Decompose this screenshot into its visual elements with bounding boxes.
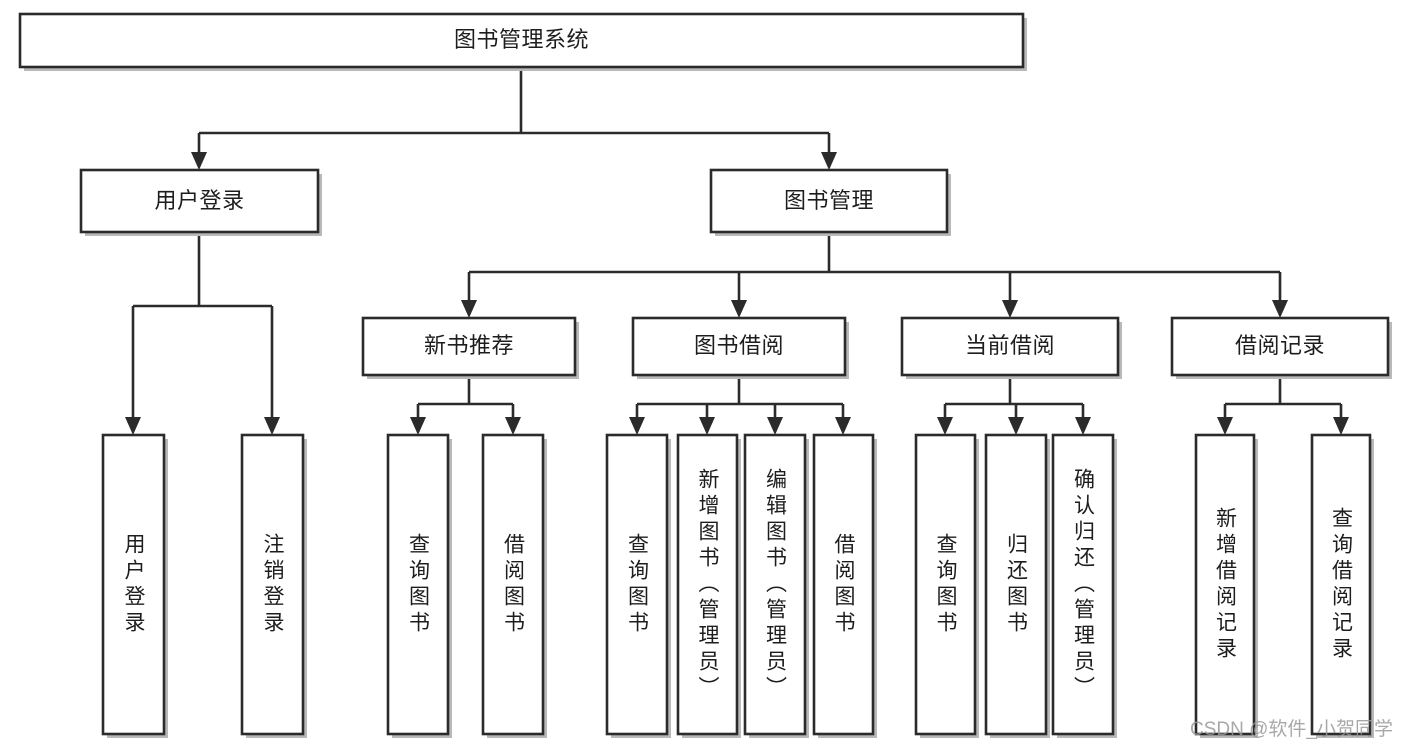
- node-leaf-cur-return[interactable]: [984, 433, 1048, 736]
- node-leaf-borrow-add[interactable]: [676, 433, 739, 736]
- arrow-head-icon: [461, 300, 477, 318]
- arrow-head-icon: [731, 300, 747, 318]
- node-leaf-rec-borrow[interactable]: [481, 433, 545, 736]
- node-new-book-rec[interactable]: [361, 316, 577, 377]
- node-current-borrow[interactable]: [900, 316, 1120, 377]
- node-leaf-cur-query[interactable]: [914, 433, 977, 736]
- node-root[interactable]: [18, 12, 1025, 69]
- arrow-head-icon: [1075, 417, 1091, 435]
- node-user-login[interactable]: [79, 168, 320, 234]
- node-leaf-borrow-edit[interactable]: [743, 433, 807, 736]
- node-leaf-cur-confirm[interactable]: [1051, 433, 1115, 736]
- arrow-head-icon: [1008, 417, 1024, 435]
- node-borrow-record[interactable]: [1170, 316, 1390, 377]
- arrow-head-icon: [767, 417, 783, 435]
- arrow-head-icon: [410, 417, 426, 435]
- node-leaf-borrow-lend[interactable]: [812, 433, 875, 736]
- arrow-head-icon: [1002, 300, 1018, 318]
- node-leaf-user-login[interactable]: [101, 433, 166, 736]
- node-book-borrow[interactable]: [631, 316, 847, 377]
- connector-layer: [125, 67, 1349, 435]
- node-leaf-borrow-query[interactable]: [605, 433, 669, 736]
- node-leaf-user-logout[interactable]: [240, 433, 305, 736]
- arrow-head-icon: [821, 152, 837, 170]
- node-book-manage[interactable]: [709, 168, 949, 234]
- arrow-head-icon: [1217, 417, 1233, 435]
- arrow-head-icon: [505, 417, 521, 435]
- node-leaf-rec-query2[interactable]: [1310, 433, 1372, 736]
- arrow-head-icon: [1333, 417, 1349, 435]
- arrow-head-icon: [125, 417, 141, 435]
- arrow-head-icon: [629, 417, 645, 435]
- arrow-head-icon: [191, 152, 207, 170]
- arrow-head-icon: [937, 417, 953, 435]
- node-box-layer: [18, 12, 1392, 738]
- arrow-head-icon: [264, 417, 280, 435]
- node-leaf-rec-query[interactable]: [386, 433, 450, 736]
- node-leaf-rec-add[interactable]: [1194, 433, 1256, 736]
- arrow-head-icon: [1272, 300, 1288, 318]
- arrow-head-icon: [835, 417, 851, 435]
- arrow-head-icon: [699, 417, 715, 435]
